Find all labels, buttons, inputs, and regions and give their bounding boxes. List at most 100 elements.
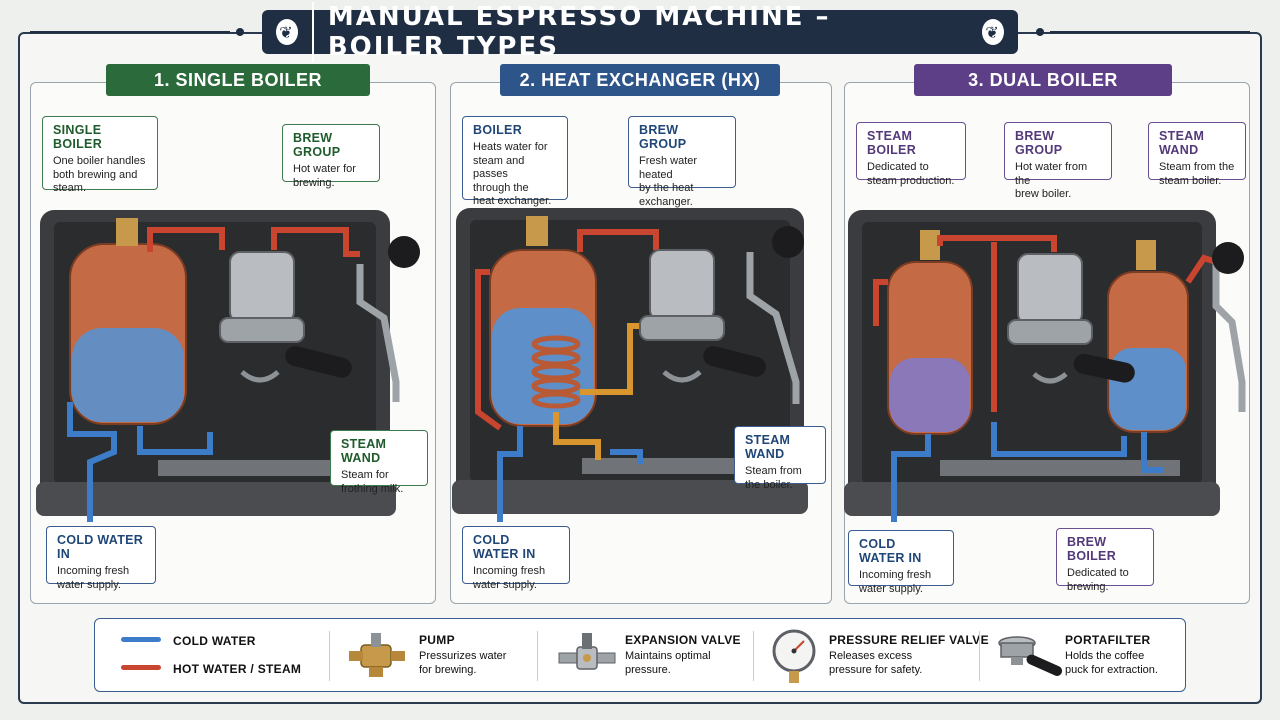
leaf-icon: ❦: [276, 19, 298, 45]
drip-tray: [940, 460, 1180, 476]
callout-title: SINGLE BOILER: [53, 123, 103, 151]
cold-water-swatch: [121, 637, 161, 642]
pump-icon: [349, 633, 405, 677]
callout-title: COLD WATER IN: [473, 533, 536, 561]
cold-water-pipe: [1141, 432, 1164, 473]
brew-group: [229, 251, 295, 323]
title-dot-right: [1036, 28, 1044, 36]
callout-title: COLD WATER IN: [859, 537, 922, 565]
portafilter-icon: [998, 636, 1063, 676]
brew-group: [649, 249, 715, 321]
callout-title: BREW GROUP: [639, 123, 687, 151]
panel-heading-dual-boiler: 3. DUAL BOILER: [914, 64, 1172, 96]
panel-heading-heat-exchanger: 2. HEAT EXCHANGER (HX): [500, 64, 780, 96]
callout-title: BREW GROUP: [293, 131, 341, 159]
drip-tray: [582, 458, 778, 474]
callout-title: STEAM WAND: [341, 437, 387, 465]
machine-base: [844, 482, 1220, 516]
hot-water-pipe: [147, 227, 225, 252]
group-head: [639, 315, 725, 341]
boiler-top-valve: [920, 230, 940, 260]
boiler-top-valve: [526, 216, 548, 246]
spout: [1032, 372, 1068, 384]
legend: COLD WATER HOT WATER / STEAM PUMP Pressu…: [94, 618, 1186, 692]
legend-cold-water-label: COLD WATER: [173, 634, 256, 648]
portafilter-handle: [703, 346, 766, 377]
pressure-gauge-icon: [772, 629, 816, 683]
cold-water-pipe: [67, 402, 117, 522]
panel-heading-single-boiler: 1. SINGLE BOILER: [106, 64, 370, 96]
callout-title: STEAM WAND: [745, 433, 791, 461]
brew-group: [1017, 253, 1083, 325]
callout-title: STEAM BOILER: [867, 129, 917, 157]
hot-water-pipe: [577, 229, 659, 252]
legend-divider: [979, 631, 980, 681]
cold-water-pipe: [610, 449, 643, 464]
callout-title: BOILER: [473, 123, 523, 137]
boiler-top-valve: [1136, 240, 1156, 270]
hot-water-pipe: [873, 279, 888, 326]
dual-boiler-machine-illustration: [844, 210, 1246, 522]
group-head: [219, 317, 305, 343]
heat-exchanger-coil: [531, 335, 581, 409]
callout-title: STEAM WAND: [1159, 129, 1205, 157]
cold-water-pipe: [991, 422, 1127, 457]
boiler-top-valve: [116, 218, 138, 246]
cold-water-pipe: [497, 426, 523, 522]
steam-wand: [1212, 262, 1246, 412]
steam-wand: [746, 252, 800, 404]
hx-brew-water-pipe: [553, 412, 601, 460]
brew-boiler-water-level: [1110, 348, 1186, 430]
steam-knob: [772, 226, 804, 258]
spout: [240, 370, 280, 383]
drip-tray: [158, 460, 354, 476]
leaf-icon: ❦: [982, 19, 1004, 45]
legend-divider: [329, 631, 330, 681]
title-rule-right: [1050, 31, 1250, 33]
title-rule-left: [30, 31, 230, 33]
hot-water-pipe: [1185, 254, 1217, 284]
page-title: MANUAL ESPRESSO MACHINE – BOILER TYPES: [311, 2, 968, 62]
callout-title: COLD WATER IN: [57, 533, 144, 561]
heat-exchanger-machine-illustration: [452, 208, 808, 522]
spout: [662, 370, 702, 383]
machine-base: [452, 480, 808, 514]
boiler-water-level: [72, 328, 184, 422]
portafilter-handle: [1073, 353, 1135, 383]
callout-title: BREW GROUP: [1015, 129, 1063, 157]
expansion-valve-icon: [558, 633, 616, 670]
title-dot-left: [236, 28, 244, 36]
steam-boiler-water-level: [890, 358, 970, 432]
machine-base: [36, 482, 396, 516]
steam-knob: [388, 236, 420, 268]
cold-water-pipe: [891, 434, 931, 522]
legend-divider: [537, 631, 538, 681]
